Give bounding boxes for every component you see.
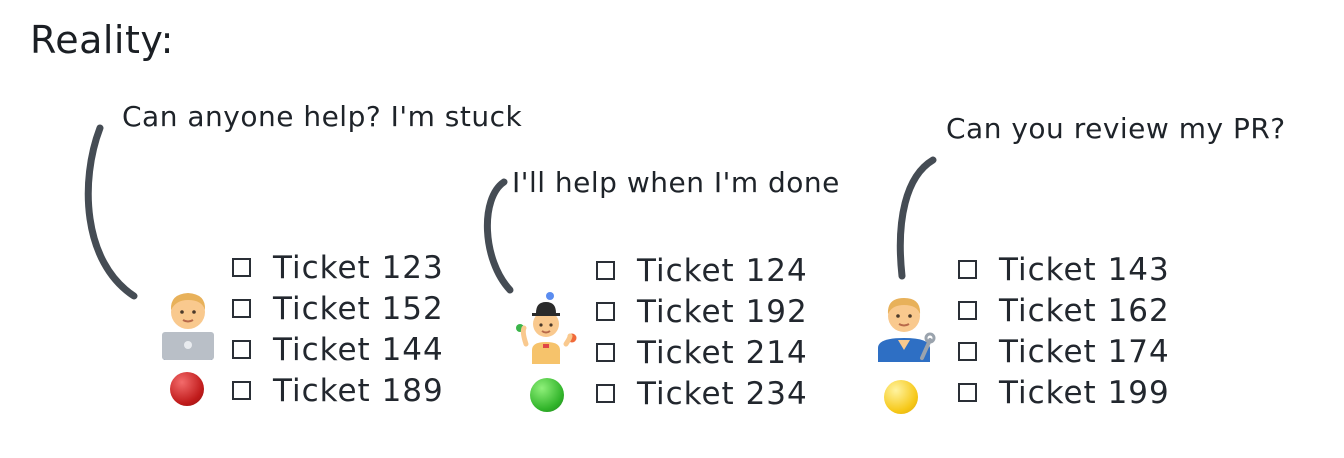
status-indicator-yellow [884, 380, 918, 414]
speech-line-1 [84, 124, 138, 300]
title: Reality: [30, 18, 174, 62]
checkbox[interactable] [958, 383, 977, 402]
speech-text-2: I'll help when I'm done [512, 166, 840, 199]
ticket-label: Ticket 174 [999, 333, 1170, 370]
ticket-item[interactable]: Ticket 123 [232, 247, 444, 288]
checkbox[interactable] [596, 261, 615, 280]
ticket-label: Ticket 152 [273, 290, 444, 327]
ticket-list-2: Ticket 124 Ticket 192 Ticket 214 Ticket … [596, 250, 808, 414]
checkbox[interactable] [232, 299, 251, 318]
status-indicator-red [170, 372, 204, 406]
ticket-item[interactable]: Ticket 189 [232, 370, 444, 411]
mechanic-icon [878, 298, 936, 362]
ticket-item[interactable]: Ticket 152 [232, 288, 444, 329]
ticket-label: Ticket 199 [999, 374, 1170, 411]
ticket-label: Ticket 162 [999, 292, 1170, 329]
status-indicator-green [530, 378, 564, 412]
ticket-label: Ticket 234 [637, 375, 808, 412]
checkbox[interactable] [232, 340, 251, 359]
ticket-item[interactable]: Ticket 214 [596, 332, 808, 373]
speech-text-3: Can you review my PR? [946, 112, 1286, 145]
checkbox[interactable] [958, 260, 977, 279]
speech-line-2 [484, 178, 514, 294]
ticket-label: Ticket 124 [637, 252, 808, 289]
speech-text-1: Can anyone help? I'm stuck [122, 100, 523, 133]
ticket-item[interactable]: Ticket 174 [958, 331, 1170, 372]
ticket-item[interactable]: Ticket 199 [958, 372, 1170, 413]
ticket-label: Ticket 192 [637, 293, 808, 330]
checkbox[interactable] [596, 302, 615, 321]
checkbox[interactable] [232, 381, 251, 400]
checkbox[interactable] [596, 343, 615, 362]
speech-line-3 [896, 156, 937, 280]
juggler-icon [516, 292, 577, 364]
technologist-icon [162, 293, 214, 360]
checkbox[interactable] [596, 384, 615, 403]
ticket-label: Ticket 123 [273, 249, 444, 286]
ticket-item[interactable]: Ticket 124 [596, 250, 808, 291]
checkbox[interactable] [958, 342, 977, 361]
ticket-label: Ticket 189 [273, 372, 444, 409]
ticket-list-3: Ticket 143 Ticket 162 Ticket 174 Ticket … [958, 249, 1170, 413]
ticket-label: Ticket 144 [273, 331, 444, 368]
ticket-item[interactable]: Ticket 192 [596, 291, 808, 332]
ticket-item[interactable]: Ticket 144 [232, 329, 444, 370]
ticket-item[interactable]: Ticket 162 [958, 290, 1170, 331]
checkbox[interactable] [232, 258, 251, 277]
ticket-label: Ticket 214 [637, 334, 808, 371]
ticket-list-1: Ticket 123 Ticket 152 Ticket 144 Ticket … [232, 247, 444, 411]
ticket-label: Ticket 143 [999, 251, 1170, 288]
ticket-item[interactable]: Ticket 234 [596, 373, 808, 414]
checkbox[interactable] [958, 301, 977, 320]
ticket-item[interactable]: Ticket 143 [958, 249, 1170, 290]
